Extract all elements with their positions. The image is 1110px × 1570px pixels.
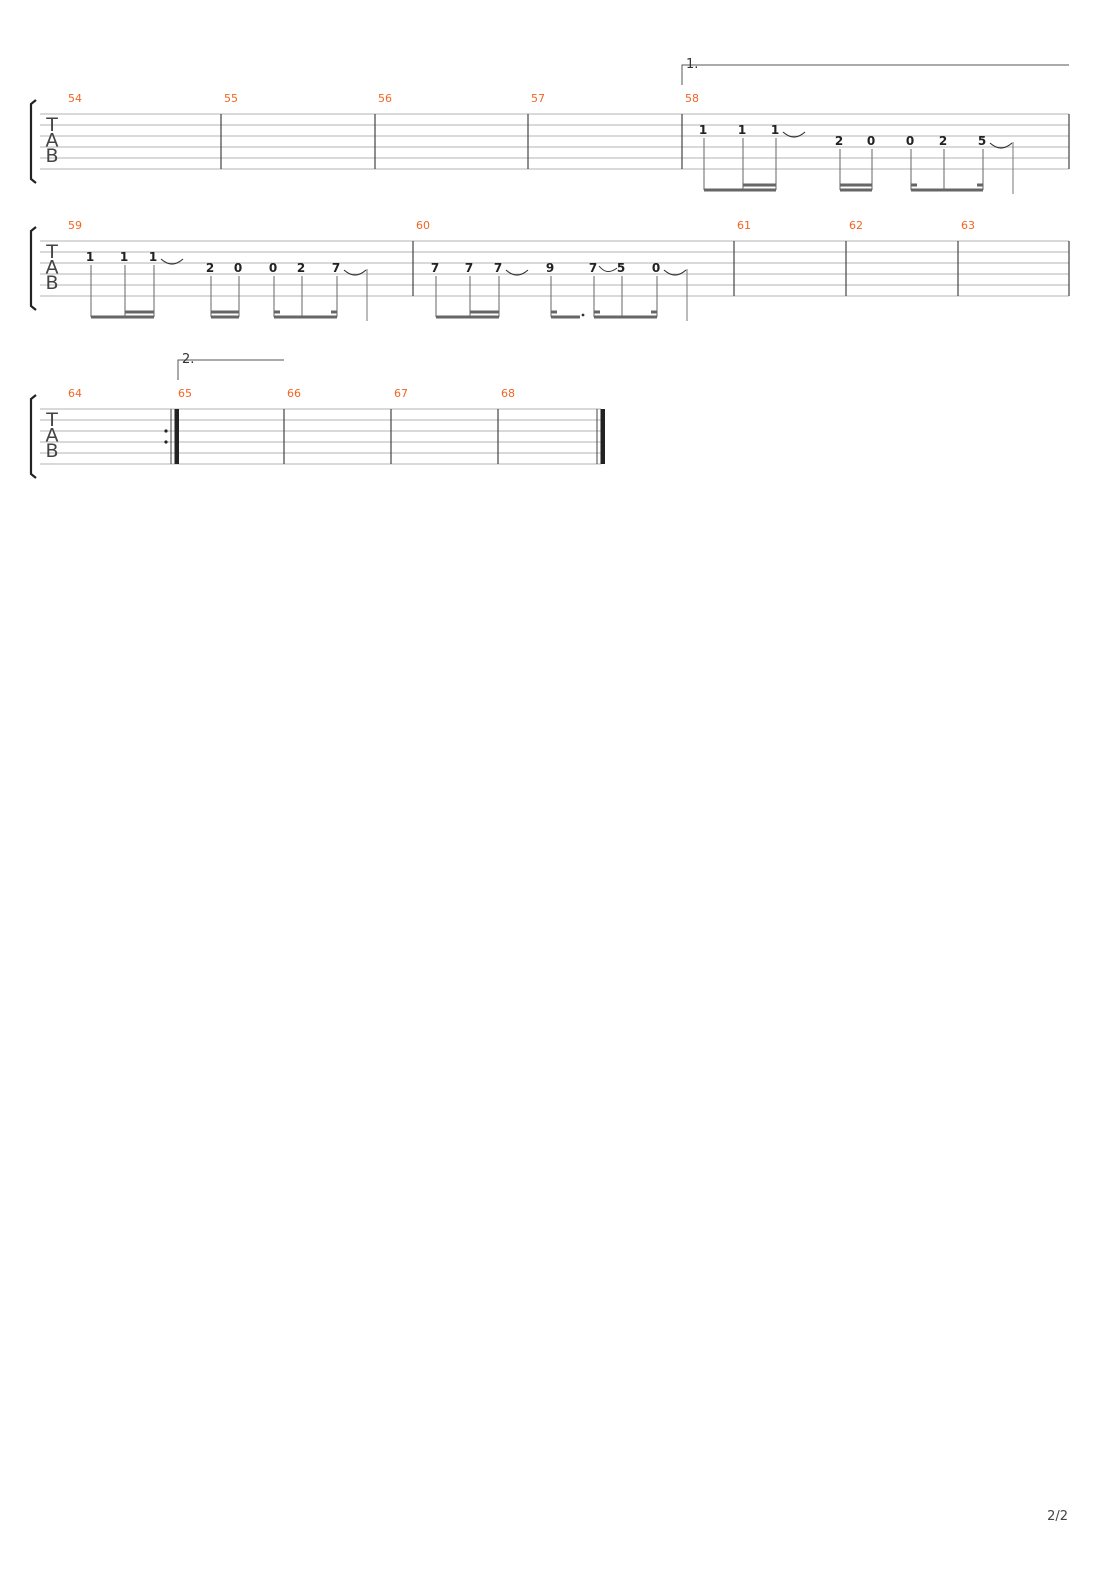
- measure-number: 64: [68, 387, 82, 400]
- tie-arc: [782, 131, 806, 138]
- measure-number: 61: [737, 219, 751, 232]
- system-bracket: [29, 226, 37, 311]
- measure-number: 62: [849, 219, 863, 232]
- volta-label: 2.: [182, 352, 194, 367]
- measure-number: 60: [416, 219, 430, 232]
- measure-number: 65: [178, 387, 192, 400]
- fret-number: 2: [297, 261, 305, 275]
- fret-number: 1: [738, 123, 746, 137]
- tab-clef-letter: T: [45, 241, 58, 263]
- fret-number: 5: [617, 261, 625, 275]
- repeat-dot: [164, 429, 168, 433]
- fret-number: 7: [465, 261, 473, 275]
- measure-number: 68: [501, 387, 515, 400]
- page-number: 2/2: [1047, 1509, 1068, 1524]
- tab-clef-letter: A: [46, 257, 59, 279]
- tie-arc: [505, 269, 529, 276]
- volta-label: 1.: [686, 57, 698, 72]
- fret-number: 7: [494, 261, 502, 275]
- slide-arc: [598, 265, 618, 272]
- repeat-barline: [175, 409, 179, 464]
- fret-number: 7: [431, 261, 439, 275]
- tab-clef-letter: T: [45, 409, 58, 431]
- fret-number: 0: [269, 261, 277, 275]
- tab-clef-letter: T: [45, 114, 58, 136]
- system-bracket: [29, 99, 37, 184]
- fret-number: 0: [234, 261, 242, 275]
- fret-number: 0: [652, 261, 660, 275]
- system-bracket: [29, 394, 37, 479]
- measure-number: 63: [961, 219, 975, 232]
- volta-bracket: [177, 359, 284, 380]
- fret-number: 1: [86, 250, 94, 264]
- fret-number: 2: [939, 134, 947, 148]
- fret-number: 5: [978, 134, 986, 148]
- tab-clef-letter: B: [45, 272, 58, 294]
- fret-number: 1: [699, 123, 707, 137]
- tab-clef-letter: B: [45, 145, 58, 167]
- fret-number: 0: [867, 134, 875, 148]
- fret-number: 1: [149, 250, 157, 264]
- fret-number: 2: [206, 261, 214, 275]
- fret-number: 7: [589, 261, 597, 275]
- tab-clef-letter: A: [46, 130, 59, 152]
- measure-number: 57: [531, 92, 545, 105]
- measure-number: 59: [68, 219, 82, 232]
- fret-number: 7: [332, 261, 340, 275]
- fret-number: 0: [906, 134, 914, 148]
- fret-number: 9: [546, 261, 554, 275]
- tie-arc: [663, 269, 687, 276]
- tie-arc: [343, 269, 367, 276]
- measure-number: 56: [378, 92, 392, 105]
- final-barline: [601, 409, 605, 464]
- volta-bracket: [681, 64, 1069, 85]
- fret-number: 1: [771, 123, 779, 137]
- fret-number: 2: [835, 134, 843, 148]
- tie-arc: [160, 258, 184, 265]
- measure-number: 55: [224, 92, 238, 105]
- measure-number: 58: [685, 92, 699, 105]
- measure-number: 66: [287, 387, 301, 400]
- tab-clef-letter: A: [46, 425, 59, 447]
- fret-number: 1: [120, 250, 128, 264]
- repeat-dot: [164, 440, 168, 444]
- tab-clef-letter: B: [45, 440, 58, 462]
- measure-number: 54: [68, 92, 82, 105]
- measure-number: 67: [394, 387, 408, 400]
- dot: [581, 313, 585, 317]
- tie-arc: [989, 142, 1013, 149]
